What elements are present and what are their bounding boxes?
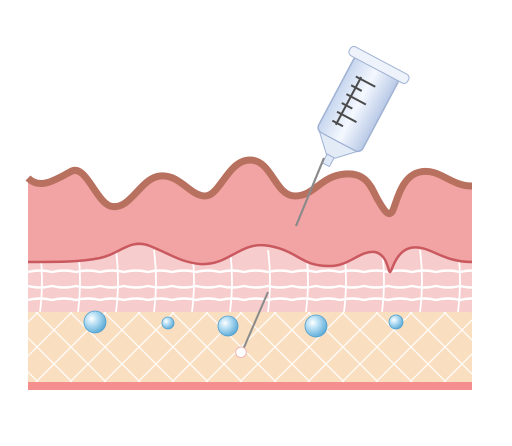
- skin-base-layer: [28, 380, 472, 390]
- dermis-fiber-horizontal: [28, 284, 472, 289]
- dermis-fiber-vertical: [153, 249, 157, 312]
- mesh-line: [478, 312, 512, 382]
- epidermis-surface: [25, 156, 473, 217]
- bubble-icon: [217, 315, 239, 337]
- mesh-line: [0, 312, 4, 382]
- mesh-line: [443, 353, 472, 382]
- dermis-boundary: [27, 242, 473, 274]
- dermis-fiber-vertical: [115, 249, 119, 312]
- mesh-line: [239, 312, 311, 382]
- dermis-fiber-vertical: [267, 249, 271, 312]
- mesh-line: [409, 319, 472, 382]
- mesh-line: [307, 312, 379, 382]
- mesh-line: [478, 312, 512, 382]
- dermis-fiber-horizontal: [28, 269, 472, 274]
- bubble-icon: [161, 316, 175, 330]
- mesh-line: [69, 312, 141, 382]
- bubble-icon: [388, 314, 404, 330]
- mesh-line: [28, 312, 73, 357]
- dermis-fiber-vertical: [419, 249, 423, 312]
- syringe-icon: [294, 45, 410, 227]
- dermis-fibers: [28, 249, 472, 312]
- dermis-fiber-horizontal: [28, 297, 472, 302]
- mesh-line: [0, 312, 4, 382]
- bubble-icon: [83, 310, 107, 334]
- dermis-layer: [28, 243, 472, 312]
- mesh-line: [443, 312, 472, 341]
- bubbles: [83, 310, 404, 338]
- epidermis-layer: [28, 160, 472, 272]
- mesh-line: [137, 312, 209, 382]
- mesh-line: [273, 312, 345, 382]
- bubble-icon: [304, 314, 328, 338]
- needle-icon: [235, 291, 269, 358]
- mesh-line: [375, 312, 447, 382]
